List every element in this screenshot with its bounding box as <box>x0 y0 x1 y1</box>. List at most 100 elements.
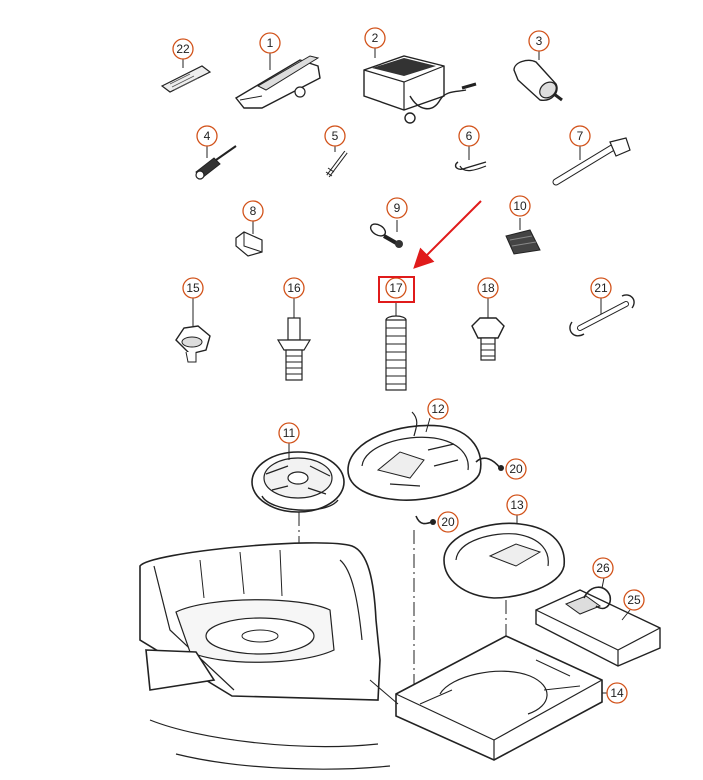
callout-circle <box>437 511 459 533</box>
callout-number: 20 <box>509 462 523 476</box>
callout-circle <box>590 277 612 299</box>
retaining-strap-part[interactable] <box>475 457 504 471</box>
warning-sticker-part[interactable] <box>160 65 212 93</box>
callout-1[interactable]: 1 <box>259 32 281 54</box>
callout-circle <box>606 682 628 704</box>
towing-eye-part[interactable] <box>369 222 403 248</box>
callout-number: 18 <box>481 281 495 295</box>
callout-number: 3 <box>536 34 543 48</box>
callout-circle <box>569 125 591 147</box>
highlight-arrow <box>413 200 482 269</box>
callout-number: 8 <box>250 204 257 218</box>
bolt-part[interactable] <box>325 150 348 178</box>
callout-circle <box>477 277 499 299</box>
callout-number: 17 <box>389 281 403 295</box>
callout-21[interactable]: 21 <box>590 277 612 299</box>
callout-circle <box>458 125 480 147</box>
callout-7[interactable]: 7 <box>569 125 591 147</box>
callout-number: 20 <box>441 515 455 529</box>
callout-26[interactable]: 26 <box>592 557 614 579</box>
callout-circle <box>509 195 531 217</box>
callout-number: 11 <box>283 426 296 440</box>
callout-22[interactable]: 22 <box>172 38 194 60</box>
callout-number: 14 <box>610 686 624 700</box>
car-rear-part[interactable] <box>139 542 391 770</box>
callout-10[interactable]: 10 <box>509 195 531 217</box>
callout-15[interactable]: 15 <box>182 277 204 299</box>
highlight-box <box>378 276 415 303</box>
callout-circle <box>528 30 550 52</box>
tool-tray-part[interactable] <box>347 411 482 501</box>
threaded-bolt-part[interactable] <box>276 317 312 381</box>
callout-circle <box>592 557 614 579</box>
callout-circle <box>242 200 264 222</box>
callout-number: 10 <box>513 199 527 213</box>
retaining-bolt-part[interactable] <box>471 317 505 361</box>
tire-compressor-part[interactable] <box>363 55 477 124</box>
callout-8[interactable]: 8 <box>242 200 264 222</box>
callout-number: 12 <box>431 402 445 416</box>
sealant-bottle-part[interactable] <box>513 59 563 102</box>
bracket-part[interactable] <box>235 231 263 257</box>
floor-panel-part[interactable] <box>395 635 603 761</box>
cable-part[interactable] <box>583 586 612 610</box>
wing-nut-part[interactable] <box>175 325 211 363</box>
callout-20[interactable]: 20 <box>437 511 459 533</box>
callout-circle <box>283 277 305 299</box>
callout-20[interactable]: 20 <box>505 458 527 480</box>
callout-16[interactable]: 16 <box>283 277 305 299</box>
callout-number: 6 <box>466 129 473 143</box>
callout-9[interactable]: 9 <box>386 197 408 219</box>
callout-2[interactable]: 2 <box>364 27 386 49</box>
holder-part[interactable] <box>535 589 661 667</box>
open-wrench-part[interactable] <box>569 294 635 337</box>
callout-number: 22 <box>176 42 190 56</box>
callout-number: 2 <box>372 31 379 45</box>
callout-5[interactable]: 5 <box>324 125 346 147</box>
wheel-wrench-part[interactable] <box>552 137 631 186</box>
callout-circle <box>386 197 408 219</box>
spacer-sleeve-part[interactable] <box>385 315 407 391</box>
callout-number: 1 <box>267 36 274 50</box>
callout-circle <box>506 494 528 516</box>
callout-3[interactable]: 3 <box>528 30 550 52</box>
callout-circle <box>505 458 527 480</box>
callout-circle <box>196 125 218 147</box>
callout-circle <box>364 27 386 49</box>
callout-18[interactable]: 18 <box>477 277 499 299</box>
callout-6[interactable]: 6 <box>458 125 480 147</box>
callout-number: 7 <box>577 129 584 143</box>
callout-circle <box>259 32 281 54</box>
callout-circle <box>427 398 449 420</box>
callout-circle <box>324 125 346 147</box>
spare-wheel-insert-part[interactable] <box>251 451 345 513</box>
callout-number: 15 <box>186 281 200 295</box>
callout-circle <box>172 38 194 60</box>
callout-13[interactable]: 13 <box>506 494 528 516</box>
callout-11[interactable]: 11 <box>278 422 300 444</box>
screwdriver-part[interactable] <box>195 145 237 180</box>
callout-12[interactable]: 12 <box>427 398 449 420</box>
retaining-strap-part[interactable] <box>415 515 436 525</box>
callout-4[interactable]: 4 <box>196 125 218 147</box>
callout-number: 13 <box>510 498 524 512</box>
callout-17[interactable]: 17 <box>385 277 407 299</box>
callout-number: 4 <box>204 129 211 143</box>
callout-25[interactable]: 25 <box>623 589 645 611</box>
callout-circle <box>623 589 645 611</box>
callout-number: 5 <box>332 129 339 143</box>
callout-circle <box>182 277 204 299</box>
gloves-part[interactable] <box>505 229 541 255</box>
clip-part[interactable] <box>454 161 487 172</box>
callout-number: 25 <box>627 593 641 607</box>
car-jack-part[interactable] <box>234 55 321 109</box>
callout-number: 9 <box>394 201 401 215</box>
foam-insert-part[interactable] <box>443 522 566 599</box>
callout-number: 21 <box>594 281 608 295</box>
callout-14[interactable]: 14 <box>606 682 628 704</box>
callout-number: 26 <box>596 561 610 575</box>
callout-number: 16 <box>287 281 301 295</box>
callout-circle <box>278 422 300 444</box>
